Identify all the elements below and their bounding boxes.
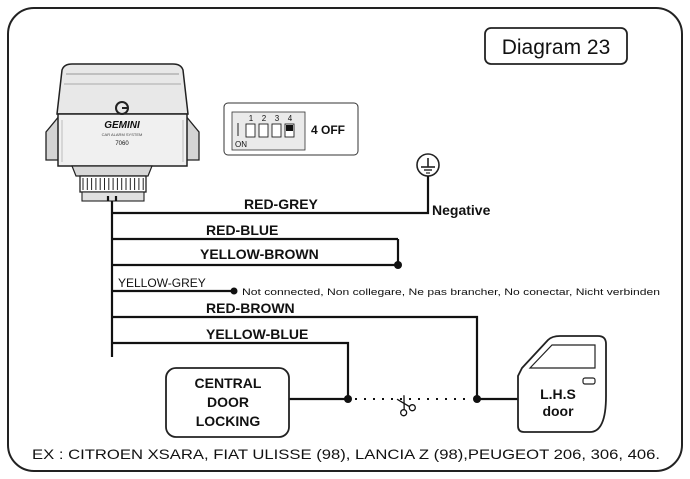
central-locking-line-1: CENTRAL bbox=[195, 375, 262, 391]
module-brand: GEMINI bbox=[104, 120, 140, 131]
label-yellow-grey: YELLOW-GREY bbox=[118, 276, 206, 290]
dip-number-1: 1 bbox=[249, 114, 254, 123]
dip-number-3: 3 bbox=[275, 114, 280, 123]
wire-red-grey bbox=[112, 176, 430, 215]
dip-number-4: 4 bbox=[288, 114, 293, 123]
label-yellow-blue: YELLOW-BLUE bbox=[206, 326, 308, 342]
ground-negative-label: Negative bbox=[432, 202, 491, 218]
label-yellow-brown: YELLOW-BROWN bbox=[200, 246, 319, 262]
vehicles-note: EX : CITROEN XSARA, FIAT ULISSE (98), LA… bbox=[32, 446, 660, 462]
dip-switch: 1 2 3 4 ON 4 OFF bbox=[223, 102, 359, 156]
junction-dot bbox=[344, 395, 352, 403]
central-locking-line-3: LOCKING bbox=[196, 413, 261, 429]
wiring bbox=[106, 176, 522, 403]
dip-switch-2 bbox=[258, 123, 269, 138]
wire-yellow-blue bbox=[112, 341, 350, 399]
harness-connector bbox=[79, 175, 147, 202]
dip-number-2: 2 bbox=[262, 114, 267, 123]
central-locking-box: CENTRAL DOOR LOCKING bbox=[165, 367, 290, 438]
door-label-line-1: L.H.S bbox=[540, 386, 576, 402]
scissors-icon bbox=[396, 395, 416, 417]
junction-dot bbox=[394, 261, 402, 269]
label-red-brown: RED-BROWN bbox=[206, 300, 295, 316]
diagram-title: Diagram 23 bbox=[502, 36, 611, 59]
door-label-line-2: door bbox=[542, 403, 574, 419]
label-red-blue: RED-BLUE bbox=[206, 222, 278, 238]
dip-switch-3 bbox=[271, 123, 282, 138]
alarm-module: GEMINI CAR ALARM SYSTEM 7060 bbox=[45, 63, 200, 202]
dip-setting-label: 4 OFF bbox=[311, 123, 345, 137]
not-connected-note: Not connected, Non collegare, Ne pas bra… bbox=[242, 287, 660, 298]
module-subtitle: CAR ALARM SYSTEM bbox=[102, 132, 143, 137]
module-model: 7060 bbox=[115, 141, 129, 147]
door-illustration: L.H.S door bbox=[517, 335, 607, 433]
diagram-title-box: Diagram 23 bbox=[484, 27, 628, 65]
wire-red-brown bbox=[112, 315, 479, 399]
dip-switch-1 bbox=[245, 123, 256, 138]
not-connected-dot bbox=[230, 287, 238, 295]
gemini-logo-icon bbox=[115, 101, 129, 115]
central-locking-line-2: DOOR bbox=[207, 394, 249, 410]
ground-icon bbox=[416, 153, 440, 177]
dip-on-label: ON bbox=[235, 140, 247, 149]
label-red-grey: RED-GREY bbox=[244, 196, 319, 212]
